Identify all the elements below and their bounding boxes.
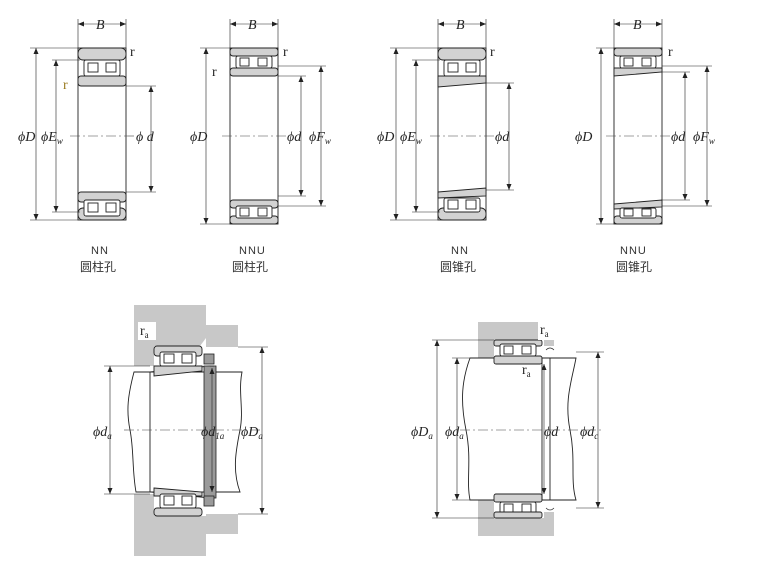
label-phi-da: ϕda (445, 425, 464, 441)
label-phi-D: ϕD (377, 130, 394, 145)
caption-bore: 圆柱孔 (232, 259, 268, 274)
label-r-top: r (490, 45, 495, 60)
label-phi-d: ϕd (544, 425, 559, 440)
mounting-diagram-left: ra ϕda ϕd1a ϕDa (93, 305, 268, 556)
mounting-diagram-right: ra ra ϕDa ϕda ϕd ϕdc (411, 322, 604, 536)
label-r-side: r (212, 65, 217, 80)
caption-bore: 圆锥孔 (440, 260, 476, 274)
label-phi-Fw: ϕFw (693, 130, 715, 146)
diagram-nn-cylindrical: B r r ϕD ϕEw ϕ d (18, 18, 156, 274)
label-phi-Ew: ϕEw (41, 130, 63, 146)
label-phi-D: ϕD (18, 130, 35, 145)
label-B: B (456, 18, 465, 33)
label-ra: ra (140, 324, 149, 340)
label-phi-d: ϕd (287, 130, 302, 145)
label-phi-D: ϕD (575, 130, 592, 145)
label-ra-inner: ra (522, 363, 531, 379)
diagram-nnu-tapered: B r ϕD ϕd ϕFw NNU 圆锥孔 (575, 18, 715, 274)
caption-code: NNU (239, 245, 266, 257)
label-B: B (633, 18, 642, 33)
label-phi-d: ϕd (495, 130, 510, 145)
label-phi-d: ϕ d (136, 130, 155, 145)
label-phi-da: ϕda (93, 425, 112, 441)
caption-code: NNU (620, 245, 647, 257)
label-phi-d1a: ϕd1a (201, 425, 225, 441)
label-phi-D: ϕD (190, 130, 207, 145)
label-phi-d: ϕd (671, 130, 686, 145)
label-phi-Ew: ϕEw (400, 130, 422, 146)
diagram-nnu-cylindrical: B r r ϕD ϕd ϕFw NNU 圆柱孔 (190, 18, 331, 274)
label-B: B (96, 18, 105, 33)
caption-code: NN (451, 245, 469, 257)
diagram-nn-tapered: B r ϕD ϕEw ϕd NN 圆锥孔 (377, 18, 514, 274)
label-phi-Fw: ϕFw (309, 130, 331, 146)
label-phi-Da: ϕDa (411, 425, 433, 441)
caption-bore: 圆锥孔 (616, 260, 652, 274)
label-r-top: r (668, 45, 673, 60)
label-r-side: r (63, 78, 68, 93)
label-ra-top: ra (540, 323, 549, 339)
caption-bore: 圆柱孔 (80, 259, 116, 274)
label-B: B (248, 18, 257, 33)
label-r-top: r (283, 45, 288, 60)
label-phi-dc: ϕdc (580, 425, 598, 441)
caption-code: NN (91, 245, 109, 257)
label-phi-Da: ϕDa (241, 425, 263, 441)
label-r-top: r (130, 45, 135, 60)
